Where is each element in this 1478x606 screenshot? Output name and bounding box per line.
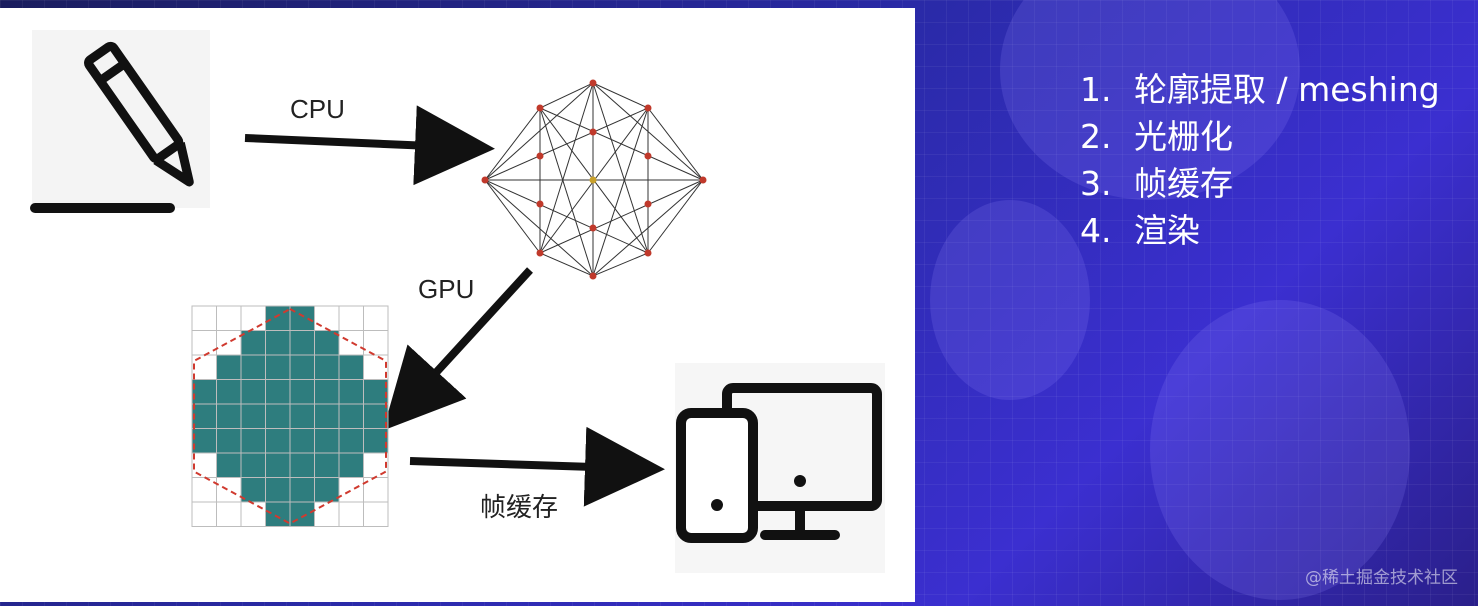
raster-cell xyxy=(191,428,217,454)
raster-cell xyxy=(363,379,389,405)
raster-cell xyxy=(216,501,242,527)
raster-cell xyxy=(314,501,340,527)
raster-cell xyxy=(216,354,242,380)
raster-cell xyxy=(338,403,364,429)
raster-cell xyxy=(289,501,315,527)
raster-cell xyxy=(265,477,291,503)
raster-cell xyxy=(338,452,364,478)
framebuffer-label: 帧缓存 xyxy=(480,492,558,522)
raster-cell xyxy=(240,477,266,503)
raster-cell xyxy=(191,379,217,405)
background-blob xyxy=(930,200,1090,400)
raster-cell xyxy=(191,452,217,478)
raster-cell xyxy=(338,477,364,503)
raster-cell xyxy=(265,501,291,527)
raster-cell xyxy=(191,330,217,356)
raster-cell xyxy=(216,305,242,331)
raster-cell xyxy=(216,330,242,356)
raster-cell xyxy=(216,379,242,405)
gpu-label: GPU xyxy=(418,274,474,304)
raster-grid xyxy=(191,305,389,527)
watermark: @稀土掘金技术社区 xyxy=(1305,568,1458,588)
raster-cell xyxy=(191,501,217,527)
pipeline-steps-list: 1.轮廓提取 / meshing 2.光栅化 3.帧缓存 4.渲染 xyxy=(1080,66,1440,254)
raster-cell xyxy=(191,305,217,331)
raster-cell xyxy=(191,477,217,503)
raster-cell xyxy=(314,477,340,503)
raster-cell xyxy=(363,354,389,380)
raster-cell xyxy=(191,403,217,429)
raster-cell xyxy=(289,305,315,331)
raster-cell xyxy=(265,354,291,380)
mesh-nodes xyxy=(481,79,707,280)
raster-cell xyxy=(338,354,364,380)
step-item: 4.渲染 xyxy=(1080,211,1200,250)
cpu-arrow xyxy=(244,105,495,186)
background-blob xyxy=(1150,300,1410,600)
raster-cell xyxy=(289,330,315,356)
raster-cell xyxy=(363,428,389,454)
raster-cell xyxy=(289,354,315,380)
step-item: 2.光栅化 xyxy=(1080,117,1233,156)
raster-cell xyxy=(240,403,266,429)
rendering-pipeline-diagram: CPU xyxy=(30,30,885,573)
raster-cell xyxy=(363,330,389,356)
raster-cell xyxy=(191,354,217,380)
raster-cell xyxy=(216,452,242,478)
step-item: 1.轮廓提取 / meshing xyxy=(1080,70,1440,109)
raster-cell xyxy=(314,428,340,454)
raster-cell xyxy=(338,379,364,405)
raster-cell xyxy=(314,403,340,429)
raster-cell xyxy=(240,305,266,331)
raster-cell xyxy=(216,477,242,503)
raster-cell xyxy=(363,403,389,429)
raster-cell xyxy=(314,452,340,478)
raster-cell xyxy=(265,330,291,356)
raster-cell xyxy=(265,452,291,478)
raster-cell xyxy=(338,330,364,356)
raster-cell xyxy=(265,379,291,405)
raster-cell xyxy=(265,305,291,331)
raster-cell xyxy=(240,452,266,478)
raster-cell xyxy=(363,501,389,527)
raster-cell xyxy=(216,403,242,429)
raster-cell xyxy=(338,428,364,454)
devices-icon xyxy=(675,363,885,573)
raster-cell xyxy=(265,428,291,454)
gpu-arrow xyxy=(382,267,533,431)
background-blob xyxy=(1000,0,1300,200)
raster-cell xyxy=(289,477,315,503)
cpu-label: CPU xyxy=(290,94,345,124)
pencil-icon xyxy=(30,30,210,213)
raster-cell xyxy=(338,305,364,331)
raster-cell xyxy=(240,379,266,405)
raster-cell xyxy=(240,330,266,356)
step-item: 3.帧缓存 xyxy=(1080,164,1233,203)
raster-cell xyxy=(363,452,389,478)
raster-cell xyxy=(289,452,315,478)
framebuffer-arrow xyxy=(409,426,665,507)
raster-cell xyxy=(216,428,242,454)
raster-cell xyxy=(363,305,389,331)
raster-cell xyxy=(289,379,315,405)
raster-cell xyxy=(314,379,340,405)
raster-cell xyxy=(338,501,364,527)
raster-cell xyxy=(314,354,340,380)
raster-cell xyxy=(265,403,291,429)
diagram-card: CPU xyxy=(0,8,915,602)
raster-cell xyxy=(289,403,315,429)
raster-cell xyxy=(289,428,315,454)
raster-cell xyxy=(240,354,266,380)
raster-cell xyxy=(240,501,266,527)
raster-cell xyxy=(314,305,340,331)
raster-cell xyxy=(240,428,266,454)
